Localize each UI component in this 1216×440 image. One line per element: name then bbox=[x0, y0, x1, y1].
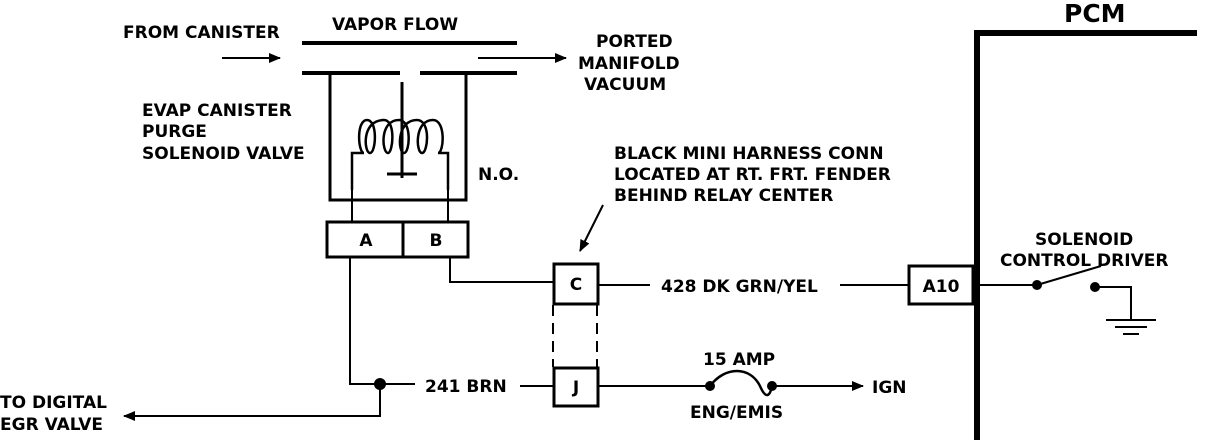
connector-j bbox=[552, 366, 600, 408]
ground-wire bbox=[1095, 286, 1132, 320]
fuse-rating-label: 15 AMP bbox=[703, 350, 775, 370]
from-canister-label: FROM CANISTER bbox=[123, 23, 280, 43]
evap-label-3: SOLENOID VALVE bbox=[142, 144, 305, 164]
pcm-label: PCM bbox=[1064, 0, 1126, 28]
terminal-a-label: A bbox=[359, 231, 373, 251]
wire-241-label: 241 BRN bbox=[425, 377, 507, 397]
harness-label-2: LOCATED AT RT. FRT. FENDER bbox=[614, 165, 891, 185]
wire-a-241 bbox=[349, 257, 415, 385]
terminal-b-label: B bbox=[430, 231, 443, 251]
pcm-boundary bbox=[974, 30, 1197, 440]
solenoid-coil bbox=[350, 118, 450, 190]
wire-428-label: 428 DK GRN/YEL bbox=[661, 277, 818, 297]
harness-pointer-arrow bbox=[579, 204, 604, 252]
fuse-element bbox=[709, 369, 774, 397]
vapor-flow-label: VAPOR FLOW bbox=[332, 15, 458, 35]
connector-housing bbox=[325, 220, 470, 259]
evap-label-1: EVAP CANISTER bbox=[142, 101, 292, 121]
connector-a10 bbox=[907, 264, 975, 306]
terminal-j-label: J bbox=[572, 378, 579, 398]
ported-label-3: VACUUM bbox=[584, 75, 666, 95]
egr-arrow bbox=[123, 384, 381, 421]
connector-c bbox=[552, 262, 600, 306]
harness-label-1: BLACK MINI HARNESS CONN bbox=[614, 144, 884, 164]
harness-label-3: BEHIND RELAY CENTER bbox=[614, 186, 833, 206]
switch-blade bbox=[1036, 265, 1102, 286]
egr-label-1: TO DIGITAL bbox=[0, 393, 107, 413]
solenoid-driver-label-2: CONTROL DRIVER bbox=[1000, 251, 1168, 271]
valve-connector bbox=[325, 220, 470, 259]
terminal-c-label: C bbox=[570, 275, 582, 295]
terminal-a10-label: A10 bbox=[923, 277, 960, 297]
vapor-flow-section bbox=[222, 41, 567, 75]
ported-label-1: PORTED bbox=[596, 32, 673, 52]
egr-label-2: EGR VALVE bbox=[0, 415, 103, 435]
ign-label: IGN bbox=[872, 378, 907, 398]
pcm-module bbox=[907, 30, 1197, 440]
fuse-name-label: ENG/EMIS bbox=[690, 403, 783, 423]
evap-purge-solenoid-valve bbox=[328, 73, 468, 222]
valve-body bbox=[328, 73, 468, 202]
evap-label-2: PURGE bbox=[142, 122, 207, 142]
normally-open-label: N.O. bbox=[478, 165, 519, 185]
ported-label-2: MANIFOLD bbox=[578, 54, 680, 74]
wiring bbox=[123, 204, 909, 421]
wire-b-to-c bbox=[449, 257, 554, 283]
solenoid-driver-label-1: SOLENOID bbox=[1035, 230, 1133, 250]
